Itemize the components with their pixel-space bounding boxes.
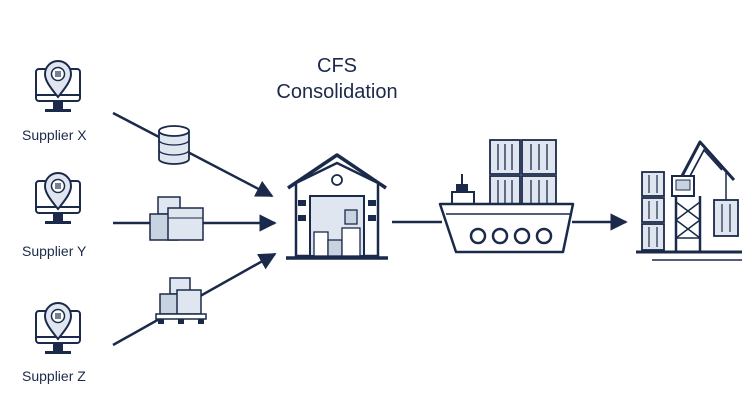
container-ship-icon [438,139,575,254]
supplier-z-label: Supplier Z [22,368,86,384]
supplier-y-icon [35,172,81,225]
warehouse-icon [286,153,388,260]
title-line-1: CFS [317,55,357,77]
supplier-y-label: Supplier Y [22,243,87,259]
stacked-drums-icon [158,125,190,165]
port-crane-icon [636,140,742,261]
supplier-x-label: Supplier X [22,127,87,143]
supplier-x-icon [35,60,81,113]
arrow-supplier-x-to-cfs [112,111,274,198]
pallet-boxes-icon [155,277,207,324]
title-line-2: Consolidation [276,81,398,103]
cfs-consolidation-title: CFS Consolidation [262,53,412,105]
supplier-z-icon [35,302,81,355]
boxes-icon [149,196,204,241]
